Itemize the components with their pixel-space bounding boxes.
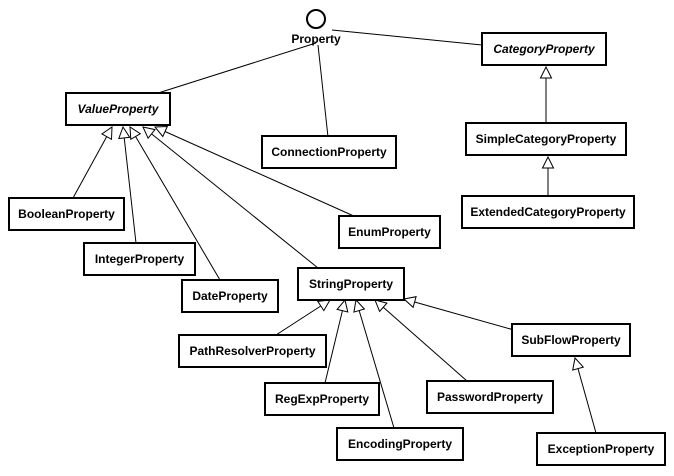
- exception-property-label: ExceptionProperty: [548, 442, 655, 456]
- integer-property-box[interactable]: IntegerProperty: [83, 242, 196, 276]
- simple-category-property-box[interactable]: SimpleCategoryProperty: [465, 122, 627, 156]
- path-resolver-property-label: PathResolverProperty: [189, 344, 315, 358]
- generalization-sub-flow-property-arrowhead-icon: [402, 296, 417, 309]
- generalization-exception-property-line: [577, 368, 597, 434]
- date-property-label: DateProperty: [192, 289, 268, 303]
- edges: [72, 29, 597, 434]
- encoding-property-box[interactable]: EncodingProperty: [336, 427, 464, 461]
- generalization-reg-exp-property-arrowhead-icon: [336, 298, 349, 313]
- generalization-sub-flow-property-line: [414, 301, 515, 331]
- sub-flow-property-box[interactable]: SubFlowProperty: [511, 323, 631, 357]
- association-value-property: [154, 42, 317, 95]
- generalization-enum-property-line: [164, 131, 357, 218]
- extended-category-property-label: ExtendedCategoryProperty: [470, 205, 626, 219]
- property-interface-label: Property: [291, 32, 341, 46]
- generalization-extended-category-property-arrowhead-icon: [541, 155, 555, 169]
- string-property-box[interactable]: StringProperty: [297, 267, 405, 301]
- association-category-property: [331, 29, 483, 46]
- string-property-label: StringProperty: [309, 277, 393, 291]
- generalization-simple-category-property-arrowhead-icon: [539, 65, 553, 79]
- generalization-reg-exp-property-line: [324, 310, 343, 384]
- value-property-label: ValueProperty: [78, 102, 160, 116]
- date-property-box[interactable]: DateProperty: [181, 279, 279, 313]
- password-property-label: PasswordProperty: [437, 390, 543, 404]
- generalization-string-property-arrowhead-icon: [142, 126, 156, 140]
- exception-property-box[interactable]: ExceptionProperty: [536, 432, 666, 466]
- enum-property-label: EnumProperty: [348, 225, 431, 239]
- enum-property-box[interactable]: EnumProperty: [338, 215, 441, 249]
- property-interface-icon: [306, 9, 326, 29]
- encoding-property-label: EncodingProperty: [348, 437, 452, 451]
- generalization-boolean-property-arrowhead-icon: [100, 126, 113, 141]
- reg-exp-property-box[interactable]: RegExpProperty: [264, 382, 380, 416]
- connection-property-box[interactable]: ConnectionProperty: [261, 135, 397, 169]
- generalization-date-property-arrowhead-icon: [129, 126, 142, 141]
- generalization-path-resolver-property-arrowhead-icon: [316, 299, 331, 312]
- association-connection-property: [317, 44, 329, 138]
- generalization-date-property-line: [135, 136, 221, 281]
- sub-flow-property-label: SubFlowProperty: [521, 333, 621, 347]
- path-resolver-property-box[interactable]: PathResolverProperty: [178, 334, 327, 368]
- generalization-integer-property-arrowhead-icon: [118, 125, 131, 140]
- generalization-exception-property-arrowhead-icon: [572, 356, 585, 371]
- value-property-box[interactable]: ValueProperty: [65, 92, 171, 126]
- extended-category-property-box[interactable]: ExtendedCategoryProperty: [461, 195, 635, 229]
- simple-category-property-label: SimpleCategoryProperty: [476, 132, 617, 146]
- password-property-box[interactable]: PasswordProperty: [426, 380, 554, 414]
- reg-exp-property-label: RegExpProperty: [275, 392, 369, 406]
- generalization-path-resolver-property-line: [275, 305, 322, 336]
- integer-property-label: IntegerProperty: [95, 252, 185, 266]
- generalization-string-property-line: [151, 133, 319, 269]
- generalization-encoding-property-arrowhead-icon: [353, 298, 366, 313]
- generalization-password-property-line: [382, 306, 468, 382]
- boolean-property-box[interactable]: BooleanProperty: [8, 197, 125, 231]
- connection-property-label: ConnectionProperty: [271, 145, 387, 159]
- generalization-encoding-property-line: [358, 310, 395, 429]
- generalization-boolean-property-line: [72, 136, 108, 199]
- generalization-integer-property-line: [123, 137, 137, 244]
- generalization-password-property-arrowhead-icon: [374, 299, 388, 313]
- category-property-label: CategoryProperty: [493, 42, 596, 56]
- generalization-enum-property-arrowhead-icon: [153, 125, 169, 138]
- category-property-box[interactable]: CategoryProperty: [481, 32, 607, 66]
- boolean-property-label: BooleanProperty: [18, 207, 115, 221]
